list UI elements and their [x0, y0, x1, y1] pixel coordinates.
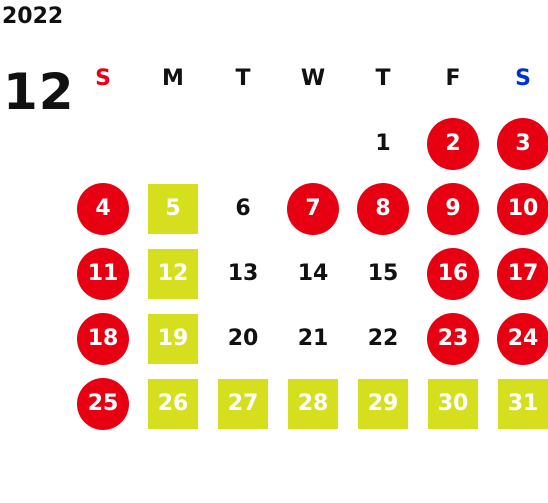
- calendar-day-22[interactable]: 22: [367, 326, 399, 351]
- weekday-thursday: T: [375, 66, 391, 91]
- calendar-day-6[interactable]: 6: [235, 196, 251, 221]
- calendar-day-30[interactable]: 30: [428, 378, 478, 429]
- calendar-cell: 21: [278, 306, 348, 371]
- calendar-cell: 14: [278, 241, 348, 306]
- calendar-day-3[interactable]: 3: [497, 117, 548, 170]
- calendar-day-14[interactable]: 14: [297, 261, 329, 286]
- calendar-day-2[interactable]: 2: [427, 117, 479, 170]
- calendar-day-empty: [287, 118, 339, 170]
- calendar-cell: [278, 111, 348, 176]
- weekday-header-row: S M T W T F S: [68, 46, 548, 111]
- weekday-tuesday: T: [235, 66, 251, 91]
- weekday-saturday: S: [515, 66, 531, 91]
- calendar-day-5[interactable]: 5: [148, 183, 198, 234]
- calendar-year: 2022: [2, 4, 64, 29]
- calendar-cell: 22: [348, 306, 418, 371]
- calendar-day-29[interactable]: 29: [358, 378, 408, 429]
- calendar-cell: [138, 111, 208, 176]
- calendar-cell: [68, 111, 138, 176]
- calendar-day-9[interactable]: 9: [427, 182, 479, 235]
- weekday-wednesday: W: [300, 66, 326, 91]
- calendar-cell: 24: [488, 306, 548, 371]
- calendar-day-27[interactable]: 27: [218, 378, 268, 429]
- calendar-cell: 8: [348, 176, 418, 241]
- calendar-day-23[interactable]: 23: [427, 312, 479, 365]
- calendar-cell: 20: [208, 306, 278, 371]
- calendar-day-empty: [217, 118, 269, 170]
- calendar-cell: 17: [488, 241, 548, 306]
- calendar-day-empty: [147, 118, 199, 170]
- calendar-cell: 2: [418, 111, 488, 176]
- calendar-cell: 15: [348, 241, 418, 306]
- calendar-day-4[interactable]: 4: [77, 182, 129, 235]
- calendar-day-empty: [77, 118, 129, 170]
- calendar-cell: 29: [348, 371, 418, 436]
- calendar-cell: 12: [138, 241, 208, 306]
- calendar-day-24[interactable]: 24: [497, 312, 548, 365]
- calendar-day-15[interactable]: 15: [367, 261, 399, 286]
- calendar-cell: 13: [208, 241, 278, 306]
- calendar-day-7[interactable]: 7: [287, 182, 339, 235]
- calendar-month: 12: [3, 63, 75, 121]
- calendar-day-28[interactable]: 28: [288, 378, 338, 429]
- weekday-monday: M: [162, 66, 184, 91]
- calendar-cell: 27: [208, 371, 278, 436]
- calendar-cell: 4: [68, 176, 138, 241]
- calendar-cell: 23: [418, 306, 488, 371]
- calendar-cell: 31: [488, 371, 548, 436]
- calendar-cell: [208, 111, 278, 176]
- calendar-cell: 16: [418, 241, 488, 306]
- calendar-day-20[interactable]: 20: [227, 326, 259, 351]
- weekday-sunday: S: [95, 66, 111, 91]
- calendar-cell: 5: [138, 176, 208, 241]
- calendar-day-10[interactable]: 10: [497, 182, 548, 235]
- calendar-day-31[interactable]: 31: [498, 378, 548, 429]
- calendar-cell: 1: [348, 111, 418, 176]
- calendar-day-12[interactable]: 12: [148, 248, 198, 299]
- calendar-cell: 19: [138, 306, 208, 371]
- calendar-cell: 10: [488, 176, 548, 241]
- calendar-day-11[interactable]: 11: [77, 247, 129, 300]
- calendar-day-16[interactable]: 16: [427, 247, 479, 300]
- calendar-week-row: 18 19 20 21 22 23 24: [68, 306, 548, 371]
- calendar-day-18[interactable]: 18: [77, 312, 129, 365]
- calendar-cell: 25: [68, 371, 138, 436]
- calendar-cell: 9: [418, 176, 488, 241]
- calendar-week-row: 11 12 13 14 15 16 17: [68, 241, 548, 306]
- calendar-cell: 30: [418, 371, 488, 436]
- calendar-day-13[interactable]: 13: [227, 261, 259, 286]
- calendar-cell: 3: [488, 111, 548, 176]
- calendar-day-19[interactable]: 19: [148, 313, 198, 364]
- calendar-day-8[interactable]: 8: [357, 182, 409, 235]
- calendar-day-1[interactable]: 1: [375, 131, 391, 156]
- calendar-cell: 11: [68, 241, 138, 306]
- calendar-cell: 6: [208, 176, 278, 241]
- calendar-day-17[interactable]: 17: [497, 247, 548, 300]
- calendar-week-row: 25 26 27 28 29 30 31: [68, 371, 548, 436]
- calendar-cell: 7: [278, 176, 348, 241]
- calendar-day-25[interactable]: 25: [77, 377, 129, 430]
- calendar-cell: 26: [138, 371, 208, 436]
- calendar-day-21[interactable]: 21: [297, 326, 329, 351]
- weekday-friday: F: [445, 66, 461, 91]
- calendar-cell: 18: [68, 306, 138, 371]
- calendar-day-26[interactable]: 26: [148, 378, 198, 429]
- calendar-cell: 28: [278, 371, 348, 436]
